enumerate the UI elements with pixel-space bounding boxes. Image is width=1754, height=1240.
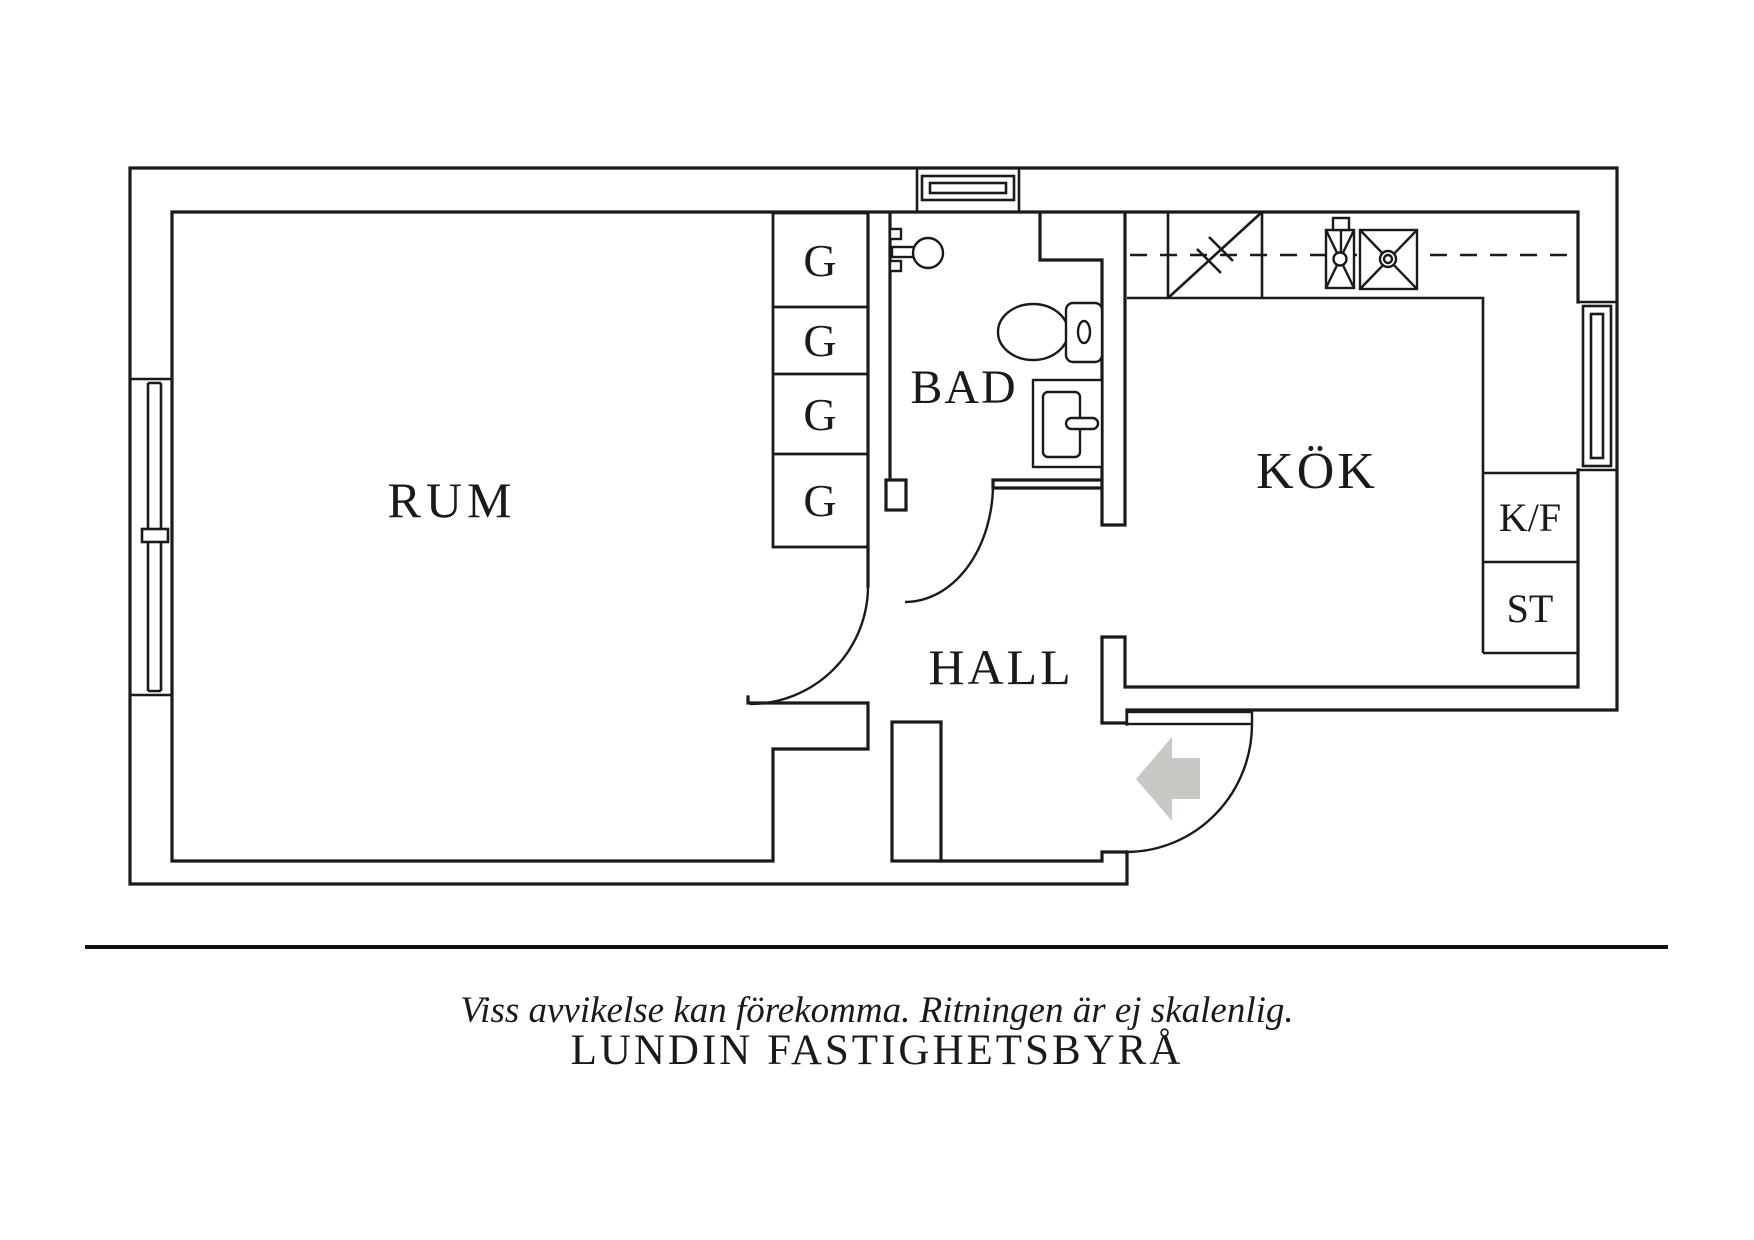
- closet-label-3: G: [803, 389, 836, 440]
- toilet-icon: [996, 301, 1104, 364]
- bath-sink-icon: [1031, 378, 1104, 469]
- washbasin-icon: [888, 227, 945, 273]
- closet-label-2: G: [803, 315, 836, 366]
- dishwasher-icon: [1167, 211, 1263, 299]
- kitchen-sink-icon: [1324, 216, 1356, 290]
- entrance-arrow-icon: [1136, 737, 1200, 821]
- bath-door-swing-arc: [904, 483, 995, 604]
- cleaning-closet-label: ST: [1507, 586, 1554, 631]
- closet-grid: [771, 211, 870, 549]
- room-labels: RUM BAD KÖK HALL G G G G K/F ST: [388, 235, 1562, 695]
- windows: [130, 168, 1617, 697]
- entrance-door-leaf: [1125, 710, 1254, 726]
- room-label-hall: HALL: [928, 639, 1073, 695]
- stove-icon: [1358, 228, 1419, 291]
- disclaimer-text: Viss avvikelse kan förekomma. Ritningen …: [460, 990, 1293, 1031]
- fridge-freezer-label: K/F: [1499, 495, 1561, 540]
- right-window: [1578, 300, 1617, 472]
- left-window: [130, 377, 172, 697]
- rum-door-swing-arc: [749, 585, 870, 706]
- room-label-bad: BAD: [910, 361, 1017, 414]
- bathroom-fixtures: [888, 227, 1104, 469]
- closet-label-4: G: [803, 475, 836, 526]
- room-label-kok: KÖK: [1256, 443, 1378, 500]
- top-window: [915, 168, 1021, 212]
- doors: [749, 483, 1254, 854]
- room-label-rum: RUM: [388, 472, 517, 528]
- closet-label-1: G: [803, 235, 836, 286]
- hall-wall-pier: [890, 720, 943, 863]
- inner-wall-outline: [170, 210, 1580, 863]
- entrance-door-swing-arc: [1127, 723, 1254, 854]
- agency-name: LUNDIN FASTIGHETSBYRÅ: [571, 1027, 1184, 1074]
- bath-door-jamb: [884, 478, 908, 512]
